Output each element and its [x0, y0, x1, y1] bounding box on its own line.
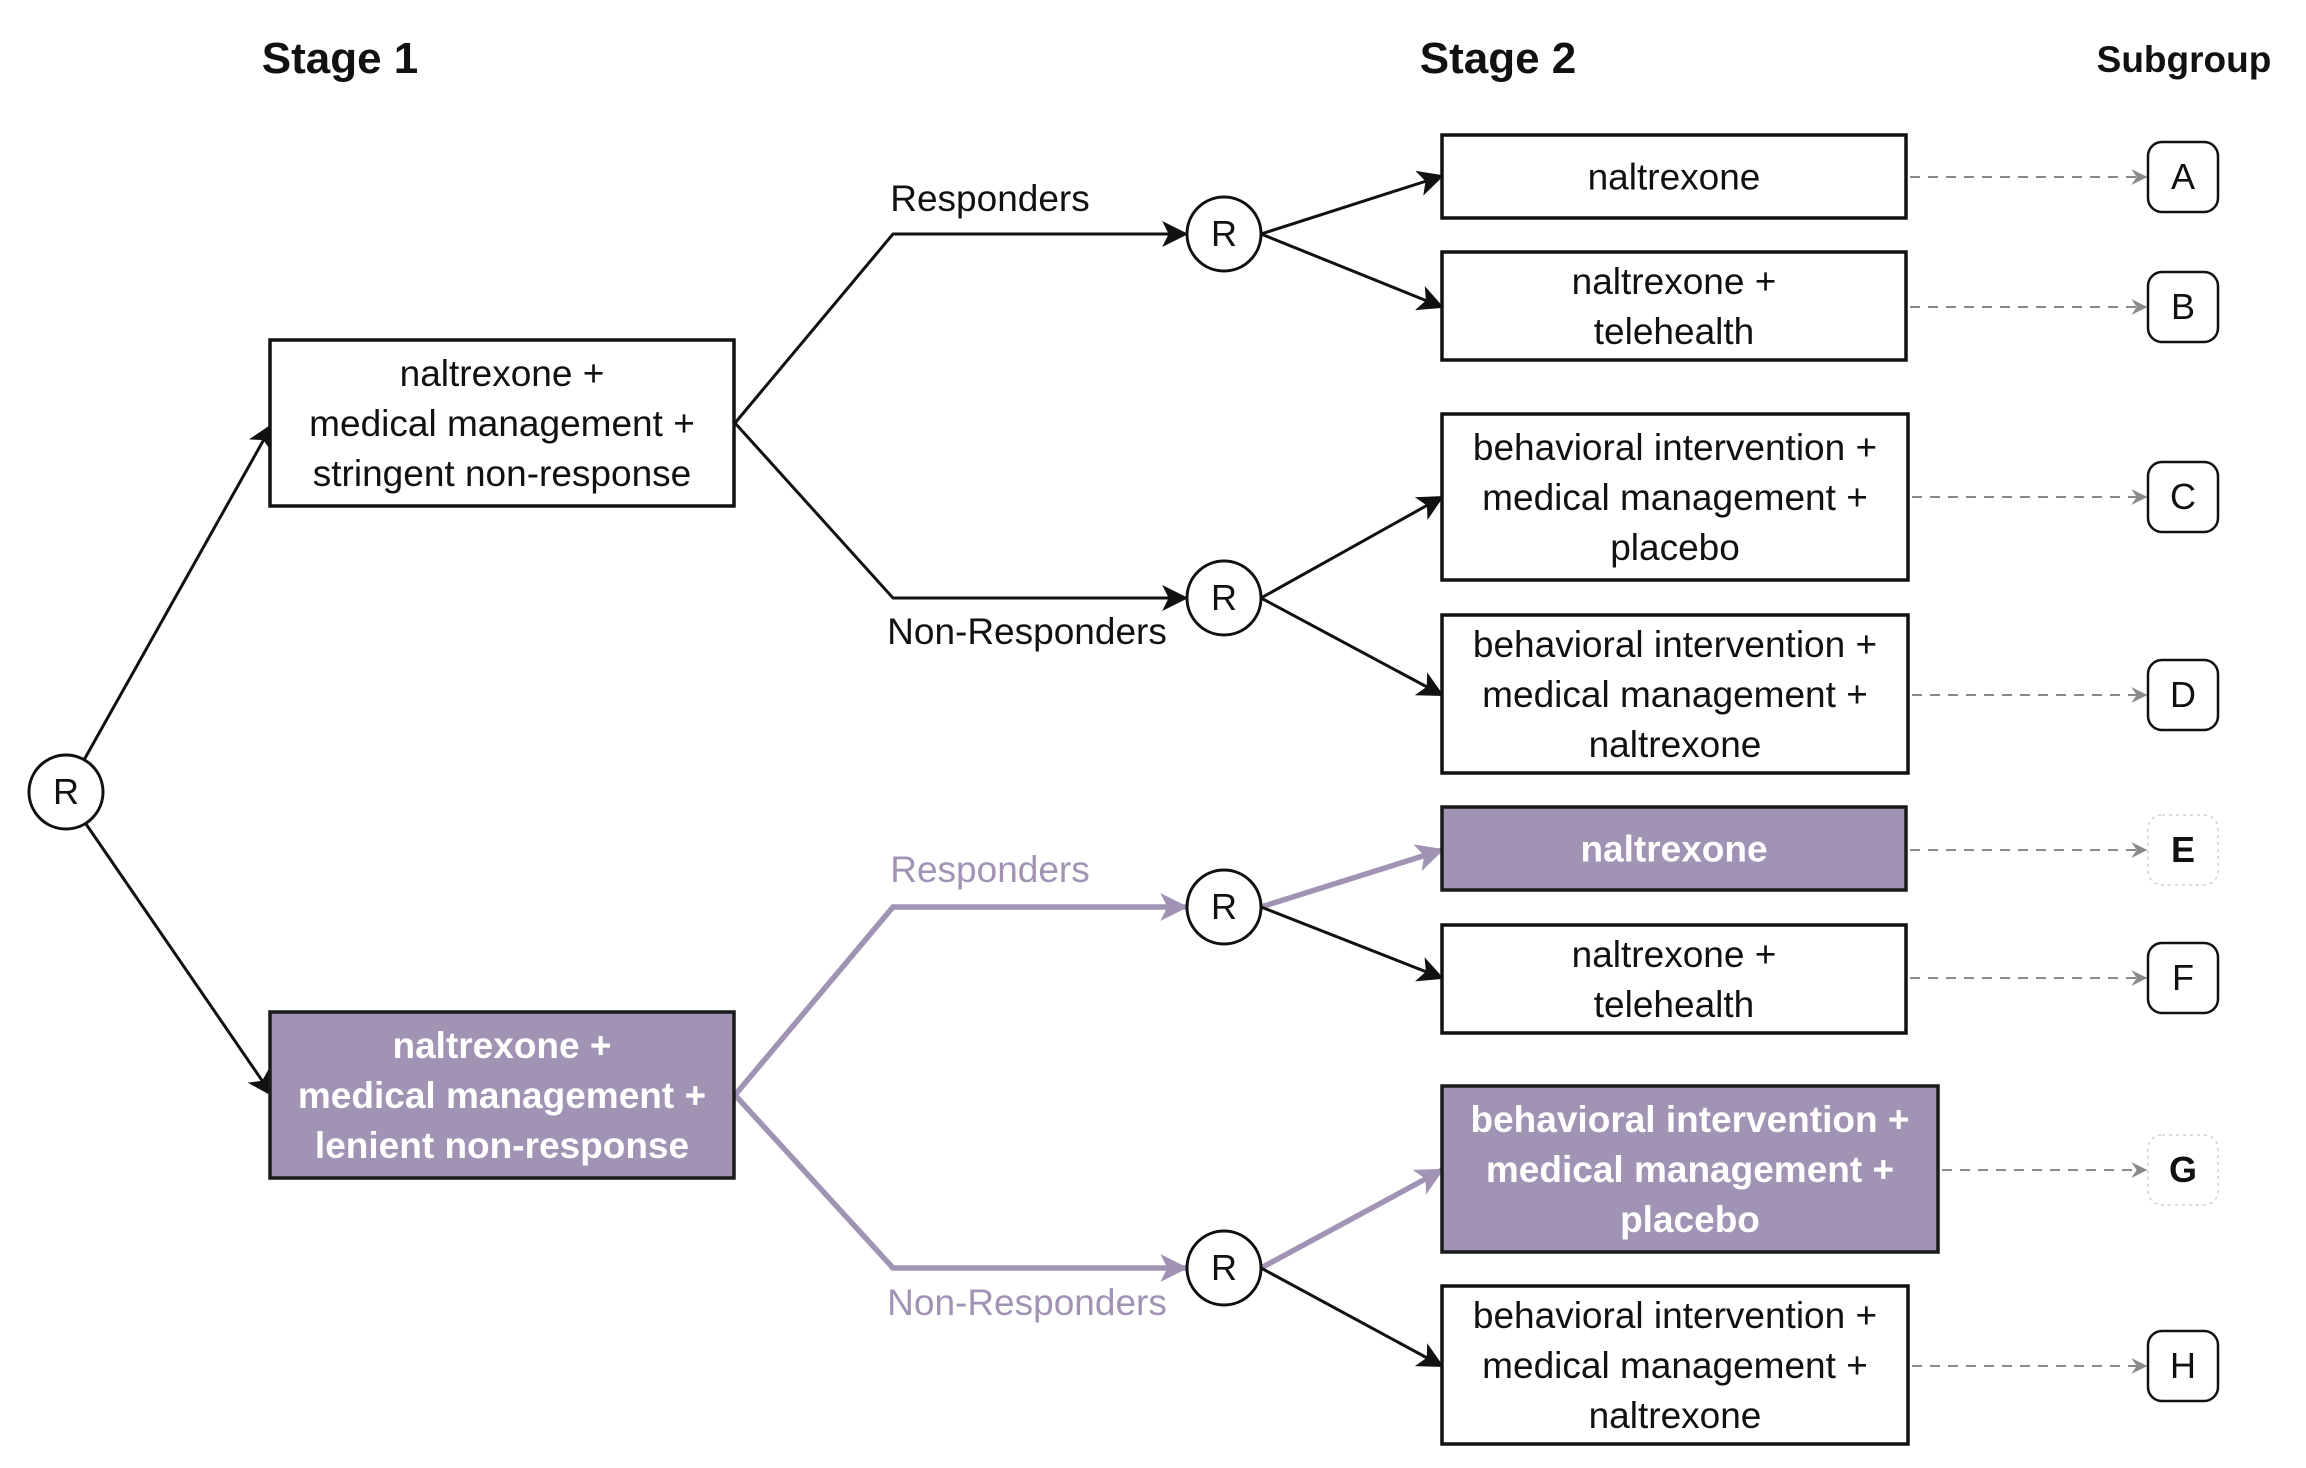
- edge-lenient-responders: [732, 893, 1189, 1097]
- subgroup-badge: A: [2146, 140, 2220, 214]
- subgroup-letter: H: [2170, 1345, 2196, 1386]
- stage2-box: naltrexone: [1440, 805, 1908, 892]
- stage1-box-line: stringent non-response: [313, 453, 691, 494]
- stage2-box-line: naltrexone +: [1572, 261, 1777, 302]
- subgroup-letter: C: [2170, 476, 2196, 517]
- randomization-label: R: [1211, 213, 1237, 254]
- stage1-box-line: medical management +: [298, 1075, 706, 1116]
- randomization-node-root: R: [27, 753, 105, 831]
- subgroup-header: Subgroup: [2097, 39, 2272, 80]
- stage2-box-line: medical management +: [1486, 1149, 1894, 1190]
- subgroup-letter: F: [2172, 957, 2194, 998]
- edges-layer: [82, 170, 1445, 1368]
- subgroup-badge: E: [2147, 814, 2219, 886]
- subgroup-letter: G: [2169, 1149, 2197, 1190]
- responders-label-bottom: Responders: [890, 849, 1090, 890]
- edge-to-h: [1260, 1266, 1444, 1368]
- edge-stringent-responders: [733, 221, 1189, 424]
- randomization-label: R: [1211, 886, 1237, 927]
- stage2-box-line: medical management +: [1482, 1345, 1868, 1386]
- subgroup-badge: G: [2147, 1134, 2219, 1206]
- randomization-node-stage2-bottom-nonresponders: R: [1185, 1229, 1263, 1307]
- edge-root-to-stringent: [82, 423, 274, 761]
- stage2-box: naltrexone + telehealth: [1440, 923, 1908, 1035]
- edge-to-b: [1260, 232, 1445, 311]
- responders-label-top: Responders: [890, 178, 1090, 219]
- edge-to-c: [1260, 495, 1444, 600]
- stage2-box-line: behavioral intervention +: [1473, 624, 1877, 665]
- stage2-box-line: telehealth: [1594, 984, 1754, 1025]
- stage2-box-line: behavioral intervention +: [1473, 427, 1877, 468]
- stage1-box-line: lenient non-response: [315, 1125, 689, 1166]
- stage1-box-line: naltrexone +: [400, 353, 605, 394]
- stage2-box-line: telehealth: [1594, 311, 1754, 352]
- edge-to-g: [1259, 1167, 1445, 1271]
- randomization-label: R: [1211, 1247, 1237, 1288]
- stage1-box-line: medical management +: [309, 403, 695, 444]
- subgroup-letter: E: [2171, 829, 2195, 870]
- stage1-box: naltrexone + medical management + stringen…: [268, 338, 736, 508]
- stage2-box-line: medical management +: [1482, 674, 1868, 715]
- stage2-box-line: behavioral intervention +: [1473, 1295, 1877, 1336]
- stage2-header: Stage 2: [1420, 34, 1577, 83]
- edge-stringent-nonresponders: [733, 421, 1189, 611]
- stage2-box-line: naltrexone: [1589, 724, 1762, 765]
- stage2-box: behavioral intervention + medical managem…: [1440, 412, 1910, 582]
- stage2-box: behavioral intervention + medical managem…: [1440, 1084, 1940, 1254]
- stage1-header: Stage 1: [262, 34, 419, 83]
- stage2-box: naltrexone: [1440, 133, 1908, 220]
- randomization-node-stage2-top-nonresponders: R: [1185, 559, 1263, 637]
- stage2-box-line: placebo: [1620, 1199, 1760, 1240]
- non-responders-label-top: Non-Responders: [887, 611, 1167, 652]
- subgroup-letter: D: [2170, 674, 2196, 715]
- subgroup-badge: C: [2146, 460, 2220, 534]
- edge-root-to-lenient: [84, 823, 274, 1097]
- edge-to-e: [1260, 844, 1445, 910]
- stage1-box-line: naltrexone +: [392, 1025, 611, 1066]
- stage2-box-line: naltrexone +: [1572, 934, 1777, 975]
- stage2-box-line: medical management +: [1482, 477, 1868, 518]
- edge-to-a: [1260, 170, 1445, 236]
- stage2-box: naltrexone + telehealth: [1440, 250, 1908, 362]
- edge-to-f: [1260, 905, 1445, 982]
- stage2-box-line: placebo: [1610, 527, 1740, 568]
- stage1-box: naltrexone + medical management + lenient …: [268, 1010, 736, 1180]
- randomization-node-stage2-top-responders: R: [1185, 195, 1263, 273]
- stage2-box-line: naltrexone: [1588, 157, 1761, 198]
- randomization-label: R: [53, 771, 79, 812]
- subgroup-letter: B: [2171, 286, 2195, 327]
- subgroup-badge: H: [2146, 1329, 2220, 1403]
- stage2-box-line: naltrexone: [1589, 1395, 1762, 1436]
- subgroup-badge: B: [2146, 270, 2220, 344]
- subgroup-letter: A: [2171, 156, 2195, 197]
- subgroup-badge: F: [2146, 941, 2220, 1015]
- randomization-label: R: [1211, 577, 1237, 618]
- stage1-boxes: naltrexone + medical management + stringen…: [268, 338, 736, 1180]
- subgroup-badges: A B C D E F G H: [1910, 140, 2220, 1403]
- stage2-box: behavioral intervention + medical managem…: [1440, 1284, 1910, 1446]
- randomization-node-stage2-bottom-responders: R: [1185, 868, 1263, 946]
- stage2-box-line: behavioral intervention +: [1471, 1099, 1910, 1140]
- edge-to-d: [1260, 596, 1444, 697]
- edge-lenient-nonresponders: [732, 1093, 1189, 1282]
- stage2-box-line: naltrexone: [1580, 829, 1767, 870]
- non-responders-label-bottom: Non-Responders: [887, 1282, 1167, 1323]
- stage2-box: behavioral intervention + medical managem…: [1440, 613, 1910, 775]
- subgroup-badge: D: [2146, 658, 2220, 732]
- stage2-boxes: naltrexone naltrexone + telehealth behavior…: [1440, 133, 1940, 1446]
